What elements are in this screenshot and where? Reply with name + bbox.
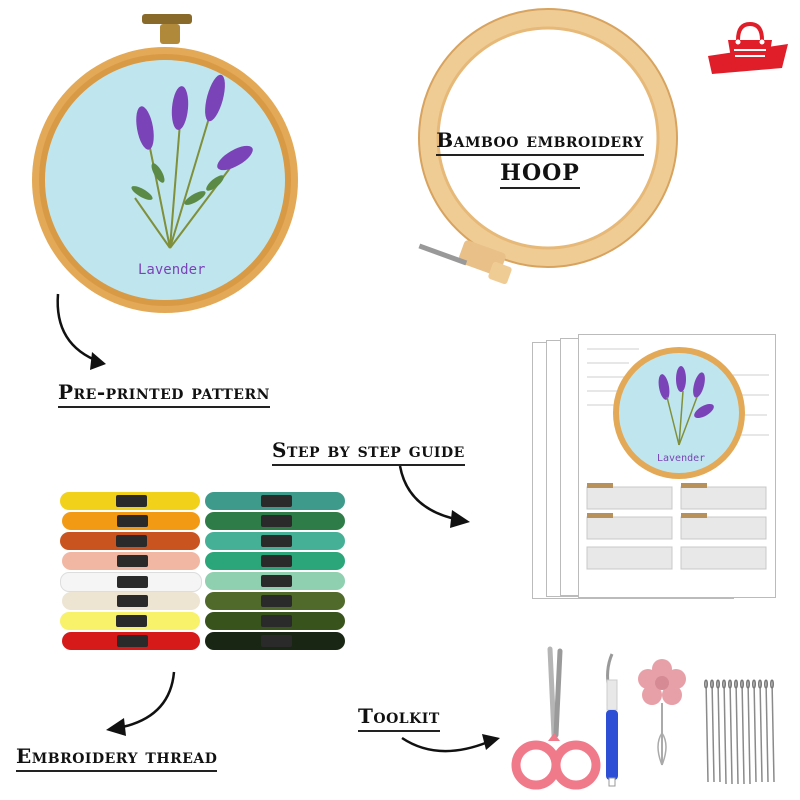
thread-skein bbox=[205, 612, 345, 630]
thread-skeins-right bbox=[205, 488, 355, 658]
arrow-to-toolkit-icon bbox=[401, 734, 500, 753]
thread-skein bbox=[205, 532, 345, 550]
hoop-title-line1: Bamboo embroidery bbox=[436, 128, 644, 156]
guide-hoop-text: Lavender bbox=[657, 453, 705, 464]
scissors-icon bbox=[511, 646, 601, 790]
seam-ripper-icon bbox=[606, 653, 618, 787]
hoop-pattern-text: Lavender bbox=[138, 262, 205, 278]
thread-skeins-left bbox=[40, 488, 202, 658]
thread-skein bbox=[62, 512, 200, 530]
bamboo-hoop-image bbox=[418, 8, 678, 285]
shopping-bag-icon bbox=[708, 21, 788, 74]
thread-label: Embroidery thread bbox=[16, 744, 218, 772]
guide-label: Step by step guide bbox=[272, 438, 465, 466]
thread-skein bbox=[60, 572, 202, 592]
thread-skein bbox=[62, 592, 200, 610]
needles-icon bbox=[704, 679, 775, 785]
hoop-title-line2: HOOP bbox=[500, 160, 580, 189]
thread-skein bbox=[205, 512, 345, 530]
thread-skein bbox=[205, 552, 345, 570]
arrow-to-thread-icon bbox=[106, 671, 176, 736]
needle-threader-icon bbox=[638, 659, 686, 766]
guide-sheet-front: Lavender bbox=[578, 334, 776, 598]
thread-skein bbox=[60, 612, 200, 630]
hoop-title: Bamboo embroidery HOOP bbox=[420, 128, 660, 189]
thread-skein bbox=[205, 572, 345, 590]
embroidery-hoop-with-pattern: Lavender bbox=[32, 14, 298, 313]
thread-skein bbox=[62, 632, 200, 650]
pattern-label: Pre-printed pattern bbox=[58, 380, 270, 408]
toolkit-label: Toolkit bbox=[358, 704, 440, 732]
arrow-to-pattern-icon bbox=[56, 293, 106, 370]
thread-skein bbox=[62, 552, 200, 570]
thread-skein bbox=[205, 632, 345, 650]
thread-skein bbox=[60, 492, 200, 510]
thread-skein bbox=[60, 532, 200, 550]
arrow-to-guide-icon bbox=[398, 465, 470, 528]
thread-skein bbox=[205, 592, 345, 610]
thread-skein bbox=[205, 492, 345, 510]
